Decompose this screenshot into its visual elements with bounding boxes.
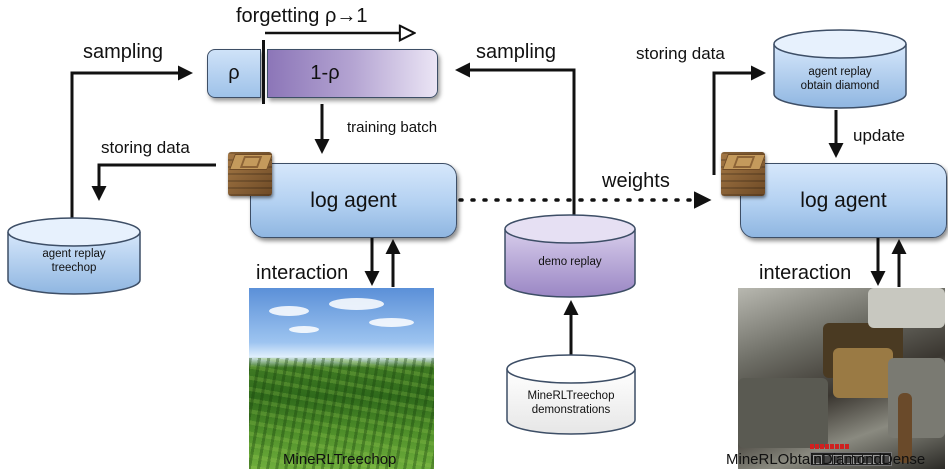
interaction-right-label: interaction [759, 262, 852, 284]
minecraft-log-icon [228, 152, 272, 196]
storing-data-right-label: storing data [636, 44, 725, 63]
sampling-right-label: sampling [476, 41, 557, 63]
cylinder-demonstrations [506, 354, 636, 435]
agent-replay-treechop-label: agent replay treechop [42, 248, 106, 275]
sampling-left-arrow [70, 65, 193, 218]
demo-replay-label: demo replay [538, 256, 602, 268]
buffer-rho-segment: ρ [207, 49, 261, 98]
storing-data-left-arrow [91, 163, 216, 201]
agent-left-label: log agent [310, 188, 397, 212]
storing-data-left-label: storing data [101, 138, 190, 157]
agent-right-label: log agent [800, 188, 887, 212]
update-label: update [853, 126, 905, 145]
treechop-screenshot [249, 288, 434, 469]
sampling-left-label: sampling [83, 41, 164, 63]
buffer-divider [262, 40, 265, 104]
agent-replay-diamond-label: agent replay obtain diamond [800, 66, 880, 93]
weights-label: weights [602, 170, 670, 192]
forgetting-label: forgetting ρ→1 [236, 5, 368, 27]
storing-data-right-arrow [712, 65, 766, 175]
agent-left-box: log agent [250, 163, 457, 238]
minecraft-log-icon [721, 152, 765, 196]
sampling-right-arrow [455, 62, 576, 215]
cylinder-demo-replay [504, 214, 636, 298]
treechop-caption: MineRLTreechop [283, 451, 397, 468]
interaction-left-label: interaction [256, 262, 349, 284]
diamond-caption: MineRLObtainDiamondDense [726, 451, 926, 468]
agent-right-box: log agent [740, 163, 947, 238]
buffer-one-minus-rho-segment: 1-ρ [267, 49, 438, 98]
buffer-one-minus-rho-label: 1-ρ [310, 62, 340, 84]
buffer-rho-label: ρ [228, 62, 240, 84]
cylinder-agent-replay-diamond [773, 29, 907, 109]
training-batch-label: training batch [347, 119, 438, 136]
cylinder-agent-replay-treechop [7, 217, 141, 295]
demonstrations-label: MineRLTreechop demonstrations [527, 390, 615, 417]
obtain-diamond-screenshot [738, 288, 945, 469]
